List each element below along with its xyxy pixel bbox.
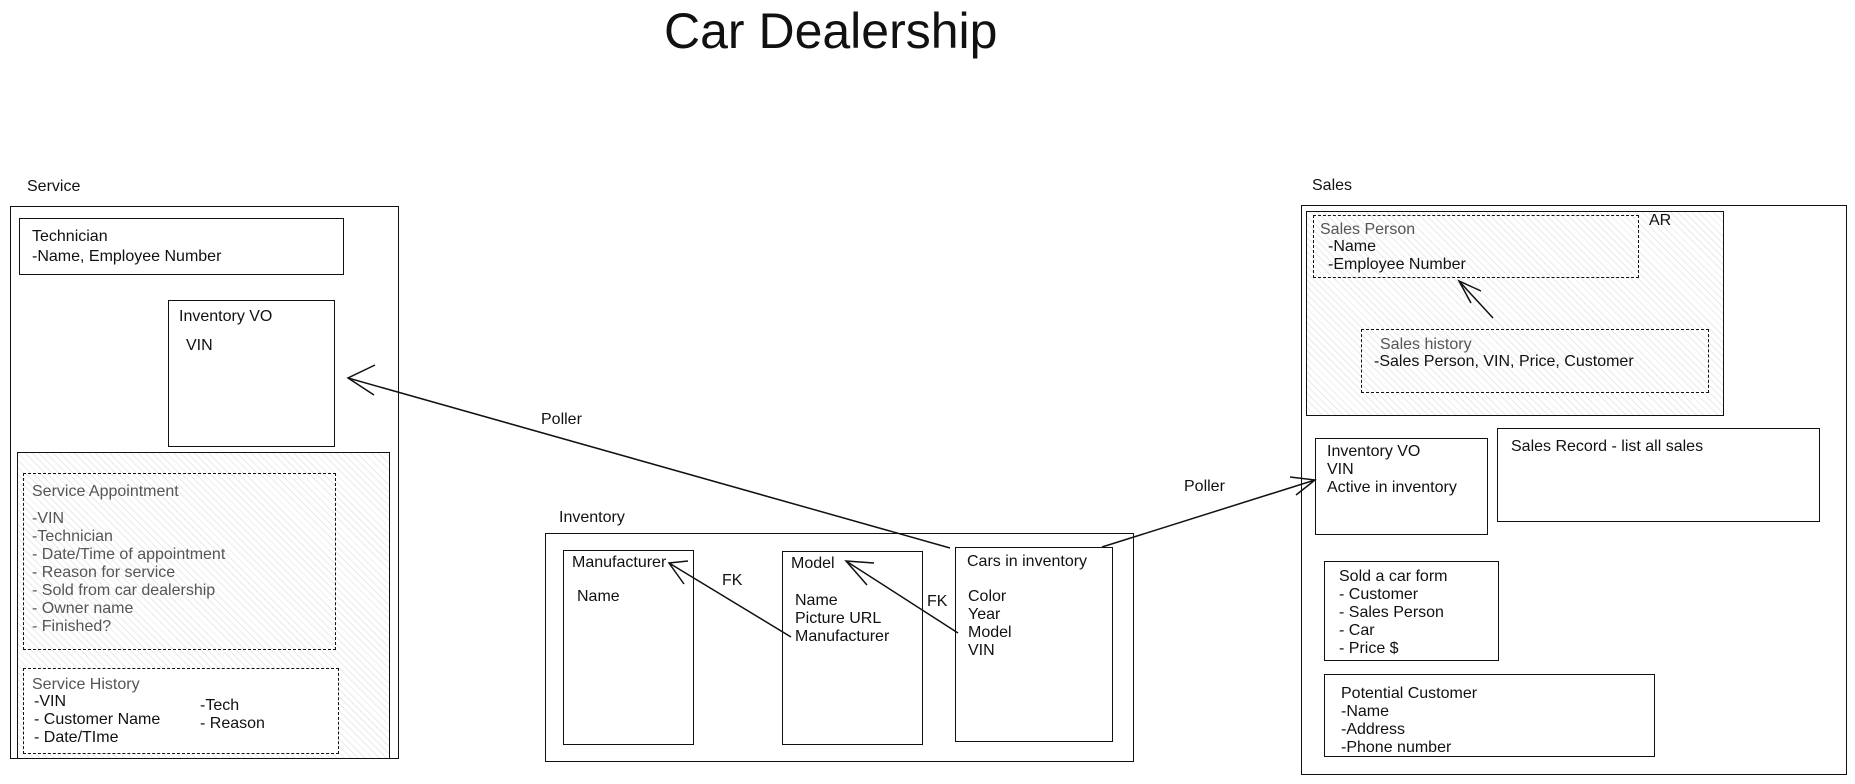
aggregate-root-label: AR: [1649, 212, 1672, 229]
service-appointment-field: -VIN: [32, 510, 64, 527]
manufacturer-field: Name: [577, 588, 620, 605]
page-title: Car Dealership: [664, 3, 998, 59]
model-fields: Name Picture URL Manufacturer: [795, 592, 889, 646]
manufacturer-box[interactable]: Manufacturer Name: [563, 550, 694, 745]
sold-car-form-text: Sold a car form - Customer - Sales Perso…: [1339, 568, 1447, 658]
cars-in-inventory-title: Cars in inventory: [967, 553, 1088, 570]
technician-title: Technician: [32, 228, 108, 245]
service-appointment-field: - Date/Time of appointment: [32, 546, 226, 563]
potential-customer-box[interactable]: Potential Customer -Name -Address -Phone…: [1324, 674, 1655, 757]
cars-in-inventory-fields: Color Year Model VIN: [968, 588, 1012, 660]
potential-customer-text: Potential Customer -Name -Address -Phone…: [1341, 685, 1477, 757]
sold-car-form-field: - Car: [1339, 622, 1375, 639]
sales-record-title: Sales Record - list all sales: [1511, 438, 1704, 455]
sales-inventory-vo-text: Inventory VO VIN Active in inventory: [1327, 443, 1457, 497]
sales-aggregate-area: AR: [1306, 211, 1724, 416]
fk-cars-label: FK: [927, 593, 948, 610]
service-history-field: - Customer Name: [34, 711, 161, 728]
potential-customer-title: Potential Customer: [1341, 685, 1478, 702]
service-appointment-box[interactable]: Service Appointment -VIN -Technician - D…: [23, 473, 336, 650]
sales-record-box[interactable]: Sales Record - list all sales: [1497, 428, 1820, 522]
service-appointment-title: Service Appointment: [32, 483, 179, 500]
service-appointment-fields: -VIN -Technician - Date/Time of appointm…: [32, 510, 225, 636]
service-history-field: -VIN: [34, 693, 66, 710]
model-box[interactable]: Model Name Picture URL Manufacturer: [782, 551, 923, 745]
service-section-label: Service: [27, 178, 81, 195]
sales-inventory-vo-box[interactable]: Inventory VO VIN Active in inventory: [1315, 438, 1488, 535]
sold-car-form-title: Sold a car form: [1339, 568, 1448, 585]
poller-sales-label: Poller: [1184, 478, 1225, 495]
sales-person-field: -Employee Number: [1328, 256, 1466, 273]
model-field: Name: [795, 592, 838, 609]
poller-service-label: Poller: [541, 411, 582, 428]
sales-section-label: Sales: [1312, 177, 1353, 194]
model-title: Model: [791, 555, 835, 572]
sales-history-box[interactable]: Sales history -Sales Person, VIN, Price,…: [1361, 329, 1709, 393]
sold-car-form-field: - Customer: [1339, 586, 1419, 603]
service-appointment-field: - Finished?: [32, 618, 112, 635]
service-appointment-field: - Owner name: [32, 600, 134, 617]
service-inventory-vo-vin: VIN: [186, 337, 213, 354]
inventory-container: [545, 533, 1134, 762]
technician-fields: -Name, Employee Number: [32, 248, 222, 265]
fk-model-label: FK: [722, 572, 743, 589]
manufacturer-title: Manufacturer: [572, 554, 667, 571]
service-appointment-field: - Sold from car dealership: [32, 582, 216, 599]
service-history-fields-right: -Tech - Reason: [200, 697, 265, 733]
cars-in-inventory-field: Year: [968, 606, 1001, 623]
service-history-field: -Tech: [200, 697, 240, 714]
service-history-field: - Reason: [200, 715, 265, 732]
sales-inventory-vo-field: Active in inventory: [1327, 479, 1457, 496]
potential-customer-field: -Address: [1341, 721, 1406, 738]
sales-person-field: -Name: [1328, 238, 1377, 255]
potential-customer-field: -Name: [1341, 703, 1390, 720]
service-history-field: - Date/TIme: [34, 729, 119, 746]
model-field: Manufacturer: [795, 628, 890, 645]
service-history-box[interactable]: Service History -VIN - Customer Name - D…: [23, 668, 339, 754]
sales-inventory-vo-title: Inventory VO: [1327, 443, 1421, 460]
sales-person-fields: -Name -Employee Number: [1328, 238, 1466, 274]
technician-box[interactable]: Technician -Name, Employee Number: [19, 218, 344, 275]
poller-service-line: [347, 377, 951, 549]
model-field: Picture URL: [795, 610, 882, 627]
sales-person-title: Sales Person: [1320, 221, 1416, 238]
sold-car-form-field: - Sales Person: [1339, 604, 1444, 621]
cars-in-inventory-field: Color: [968, 588, 1007, 605]
service-history-title: Service History: [32, 676, 140, 693]
cars-in-inventory-box[interactable]: Cars in inventory Color Year Model VIN: [955, 547, 1113, 742]
sales-person-box[interactable]: Sales Person -Name -Employee Number: [1313, 215, 1639, 278]
service-history-fields-left: -VIN - Customer Name - Date/TIme: [34, 693, 160, 747]
service-appointment-field: -Technician: [32, 528, 113, 545]
service-inventory-vo-box[interactable]: Inventory VO VIN: [168, 300, 335, 447]
sales-history-title: Sales history: [1380, 336, 1472, 353]
service-appointment-field: - Reason for service: [32, 564, 176, 581]
cars-in-inventory-field: Model: [968, 624, 1012, 641]
sold-car-form-box[interactable]: Sold a car form - Customer - Sales Perso…: [1324, 561, 1499, 661]
cars-in-inventory-field: VIN: [968, 642, 995, 659]
inventory-section-label: Inventory: [559, 509, 625, 526]
potential-customer-field: -Phone number: [1341, 739, 1452, 756]
sales-inventory-vo-field: VIN: [1327, 461, 1354, 478]
sold-car-form-field: - Price $: [1339, 640, 1399, 657]
service-inventory-vo-title: Inventory VO: [179, 308, 273, 325]
sales-history-fields: -Sales Person, VIN, Price, Customer: [1374, 353, 1634, 370]
